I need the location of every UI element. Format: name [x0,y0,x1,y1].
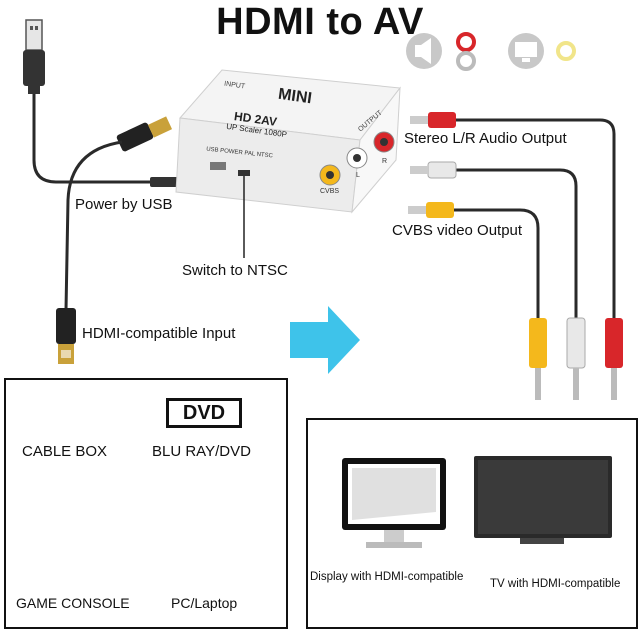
hdmi-plug-top-icon [116,116,173,152]
tv-icon [474,456,612,544]
cable-box-label: CABLE BOX [22,443,108,460]
game-console-label: GAME CONSOLE [16,595,130,611]
arrow-right-icon [290,306,360,374]
power-label: Power by USB [75,196,173,213]
rca-plugs-bottom [529,317,623,400]
audio-jacks-icon [456,32,476,71]
video-jack-icon [556,41,576,61]
switch-label: Switch to NTSC [182,262,288,279]
dvd-badge: DVD [166,398,242,428]
device-port-cvbs: CVBS [320,188,340,195]
video-output-label: CVBS video Output [392,222,523,239]
monitor-icon [508,33,544,69]
monitor-label: Display with HDMI-compatible [310,571,464,583]
converter-device [175,69,401,214]
usb-plug-icon [23,19,45,94]
device-port-r: R [382,158,388,165]
blu-ray-label: BLU RAY/DVD [152,443,251,460]
rca-red-plug-icon [410,112,456,128]
computer-monitor-icon [342,458,446,548]
tv-label: TV with HDMI-compatible [490,578,621,590]
hdmi-input-label: HDMI-compatible Input [82,325,236,342]
audio-output-label: Stereo L/R Audio Output [404,130,567,147]
pc-laptop-label: PC/Laptop [171,595,238,611]
speaker-icon [406,33,442,69]
device-port-l: L [356,172,360,179]
rca-white-plug-icon [410,161,457,179]
sources-box [4,378,288,629]
page-title: HDMI to AV [216,1,424,43]
displays-box [306,418,638,629]
hdmi-plug-bottom-icon [56,308,76,364]
rca-yellow-plug-icon [408,202,454,218]
